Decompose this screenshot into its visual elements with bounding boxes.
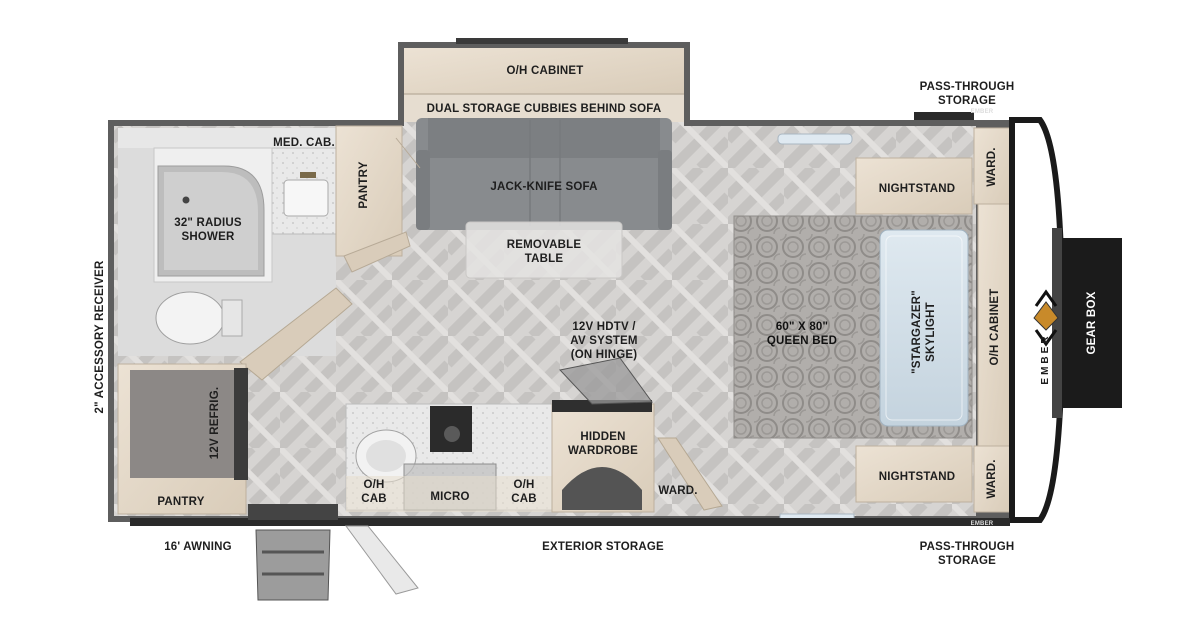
dual-storage-label: DUAL STORAGE CUBBIES BEHIND SOFA xyxy=(426,103,662,115)
ward-top-label: WARD. xyxy=(986,147,998,187)
pass-through-storage-bottom-label: PASS-THROUGH STORAGE xyxy=(912,540,1022,568)
hdtv-line3: (ON HINGE) xyxy=(570,349,638,361)
hidden-wardrobe-line1: HIDDEN xyxy=(580,431,626,443)
med-cab-label: MED. CAB. xyxy=(273,137,335,149)
queen-bed-label: 60" X 80" QUEEN BED xyxy=(752,320,852,348)
skylight-line2: SKYLIGHT xyxy=(925,302,937,362)
window-top xyxy=(777,133,853,145)
nightstand-top-label: NIGHTSTAND xyxy=(878,183,956,195)
skylight-label: "STARGAZER" SKYLIGHT xyxy=(910,284,938,380)
kitchen-left xyxy=(117,363,248,515)
queen-bed-line2: QUEEN BED xyxy=(766,335,838,347)
oh-cabinet-top-label: O/H CABINET xyxy=(506,65,584,77)
bedroom-casework xyxy=(855,127,1011,513)
hdtv-label: 12V HDTV / AV SYSTEM (ON HINGE) xyxy=(554,320,654,362)
pass-through-bottom-line1: PASS-THROUGH xyxy=(919,541,1015,553)
cubbies xyxy=(404,94,684,122)
queen-bed-line1: 60" X 80" xyxy=(775,321,829,333)
oh-cab-right-label: O/H CAB xyxy=(502,478,546,506)
shower-label: 32" RADIUS SHOWER xyxy=(160,216,256,244)
oh-cabinet-top xyxy=(404,48,684,94)
removable-table xyxy=(465,221,623,279)
pantry-upper xyxy=(335,125,421,273)
bath-door xyxy=(239,287,353,381)
bathroom xyxy=(118,128,337,356)
jack-knife-sofa xyxy=(416,118,672,230)
removable-table-line1: REMOVABLE xyxy=(506,239,582,251)
exterior-trim xyxy=(130,112,1010,601)
nightstand-bottom-label: NIGHTSTAND xyxy=(878,471,956,483)
jack-knife-sofa-label: JACK-KNIFE SOFA xyxy=(490,181,598,193)
ember-logo-text: EMBER xyxy=(1040,333,1051,385)
galley xyxy=(345,403,553,512)
oh-cab-left-line2: CAB xyxy=(361,493,387,505)
ward-bottom-label: WARD. xyxy=(986,459,998,499)
refrig-label: 12V REFRIG. xyxy=(209,386,221,460)
pass-through-storage-top-label: PASS-THROUGH STORAGE xyxy=(912,80,1022,108)
pantry-bottom-label: PANTRY xyxy=(157,496,205,508)
front-cap xyxy=(1009,117,1122,523)
pass-through-bottom-line2: STORAGE xyxy=(937,555,997,567)
exterior-storage-label: EXTERIOR STORAGE xyxy=(542,541,664,553)
awning-label: 16' AWNING xyxy=(164,541,232,553)
gear-box-label: GEAR BOX xyxy=(1086,291,1098,355)
shower-line1: 32" RADIUS xyxy=(174,217,242,229)
hidden-wardrobe xyxy=(551,357,655,513)
trim-brand-text-bottom: EMBER xyxy=(970,521,994,527)
removable-table-label: REMOVABLE TABLE xyxy=(496,238,592,266)
accessory-receiver-label: 2" ACCESSORY RECEIVER xyxy=(94,260,106,414)
pantry-top-label: PANTRY xyxy=(358,161,370,209)
oh-cab-left-label: O/H CAB xyxy=(352,478,396,506)
skylight-line1: "STARGAZER" xyxy=(911,290,923,374)
hdtv-line1: 12V HDTV / xyxy=(572,321,636,333)
pass-through-top-line2: STORAGE xyxy=(937,95,997,107)
hidden-wardrobe-label: HIDDEN WARDROBE xyxy=(556,430,650,458)
removable-table-line2: TABLE xyxy=(524,253,564,265)
hidden-wardrobe-line2: WARDROBE xyxy=(568,445,638,457)
ward-door xyxy=(657,437,723,511)
trim-brand-text-top: EMBER xyxy=(970,109,994,115)
queen-bed xyxy=(733,215,973,439)
ward-middle-label: WARD. xyxy=(658,485,698,497)
oh-cabinet-right-label: O/H CABINET xyxy=(989,288,1001,366)
hdtv-line2: AV SYSTEM xyxy=(570,335,638,347)
oh-cab-left-line1: O/H xyxy=(363,479,385,491)
oh-cab-right-line2: CAB xyxy=(511,493,537,505)
pass-through-top-line1: PASS-THROUGH xyxy=(919,81,1015,93)
oh-cab-right-line1: O/H xyxy=(513,479,535,491)
shower-line2: SHOWER xyxy=(181,231,235,243)
micro-label: MICRO xyxy=(430,491,470,503)
